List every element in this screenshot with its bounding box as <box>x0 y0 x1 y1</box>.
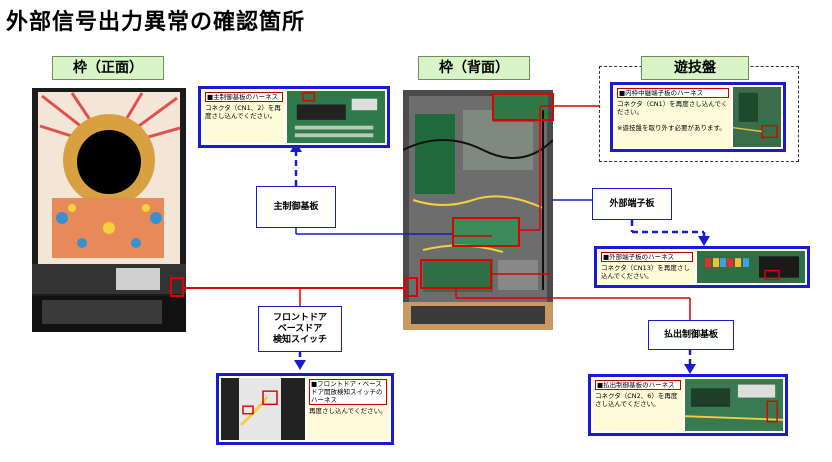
door-switch-photo <box>221 378 305 440</box>
callout-door-harness-note: ■フロントドア・ベースドア開放検知スイッチのハーネス 再度さし込んでください。 <box>307 378 389 440</box>
connector-door-switch-label-2: ベースドア <box>277 323 323 334</box>
external-terminal-marker <box>492 93 554 121</box>
door-switch-illustration <box>221 378 305 440</box>
callout-external-harness-note: ■外部端子板のハーネス コネクタ（CN13）を再度さし込んでください。 <box>599 251 695 283</box>
callout-main-harness-body: コネクタ（CN1、2）を再度さし込んでください。 <box>205 104 281 120</box>
callout-door-harness-heading: ■フロントドア・ベースドア開放検知スイッチのハーネス <box>309 379 387 405</box>
main-board-marker <box>452 217 520 247</box>
inner-frame-photo <box>732 87 781 147</box>
callout-door-harness: ■フロントドア・ベースドア開放検知スイッチのハーネス 再度さし込んでください。 <box>216 373 394 445</box>
front-door-switch-marker <box>170 277 184 297</box>
pachinko-front-photo <box>32 88 186 332</box>
callout-payout-harness-note: ■払出制御基板のハーネス コネクタ（CN2、6）を再度さし込んでください。 <box>593 379 683 431</box>
connector-external-terminal-label: 外部端子板 <box>609 198 655 209</box>
callout-door-harness-body: 再度さし込んでください。 <box>309 407 387 415</box>
label-game-board: 遊技盤 <box>641 56 749 80</box>
external-terminal-photo <box>697 251 805 283</box>
pachinko-back-photo <box>403 90 553 330</box>
callout-inner-frame: ■内枠中継端子板のハーネス コネクタ（CN1）を再度さし込んでください。 ※遊技… <box>610 82 786 152</box>
page-title: 外部信号出力異常の確認箇所 <box>6 10 306 35</box>
main-board-photo <box>287 91 385 143</box>
pachinko-front-illustration <box>32 88 186 332</box>
payout-board-photo <box>684 379 784 431</box>
back-door-switch-marker <box>404 277 418 297</box>
callout-inner-frame-footnote: ※遊技盤を取り外す必要があります。 <box>617 124 726 132</box>
callout-external-harness-body: コネクタ（CN13）を再度さし込んでください。 <box>601 264 690 280</box>
payout-board-illustration <box>684 379 784 431</box>
callout-inner-frame-note: ■内枠中継端子板のハーネス コネクタ（CN1）を再度さし込んでください。 ※遊技… <box>615 87 731 147</box>
connector-door-switch: フロントドア ベースドア 検知スイッチ <box>258 306 342 352</box>
callout-main-harness-heading: ■主制御基板のハーネス <box>205 92 283 102</box>
connector-external-terminal: 外部端子板 <box>592 188 672 220</box>
pachinko-back-illustration <box>403 90 553 330</box>
inner-frame-illustration <box>732 87 781 147</box>
connector-payout-board-label: 払出制御基板 <box>663 329 718 340</box>
connector-main-board: 主制御基板 <box>256 186 336 228</box>
connector-door-switch-label-1: フロントドア <box>272 312 327 323</box>
label-frame-front: 枠（正面） <box>52 56 164 80</box>
callout-payout-harness-body: コネクタ（CN2、6）を再度さし込んでください。 <box>595 392 678 408</box>
connector-main-board-label: 主制御基板 <box>273 201 319 212</box>
label-frame-back: 枠（背面） <box>418 56 530 80</box>
callout-payout-harness-heading: ■払出制御基板のハーネス <box>595 380 681 390</box>
external-terminal-illustration <box>697 251 805 283</box>
callout-inner-frame-heading: ■内枠中継端子板のハーネス <box>617 88 729 98</box>
callout-external-harness: ■外部端子板のハーネス コネクタ（CN13）を再度さし込んでください。 <box>594 246 810 288</box>
callout-payout-harness: ■払出制御基板のハーネス コネクタ（CN2、6）を再度さし込んでください。 <box>588 374 788 436</box>
callout-inner-frame-body: コネクタ（CN1）を再度さし込んでください。 <box>617 100 728 116</box>
callout-main-harness-note: ■主制御基板のハーネス コネクタ（CN1、2）を再度さし込んでください。 <box>203 91 285 143</box>
main-board-illustration <box>287 91 385 143</box>
callout-main-harness: ■主制御基板のハーネス コネクタ（CN1、2）を再度さし込んでください。 <box>198 86 390 148</box>
connector-payout-board: 払出制御基板 <box>648 320 734 350</box>
connector-door-switch-label-3: 検知スイッチ <box>272 334 327 345</box>
callout-external-harness-heading: ■外部端子板のハーネス <box>601 252 693 262</box>
